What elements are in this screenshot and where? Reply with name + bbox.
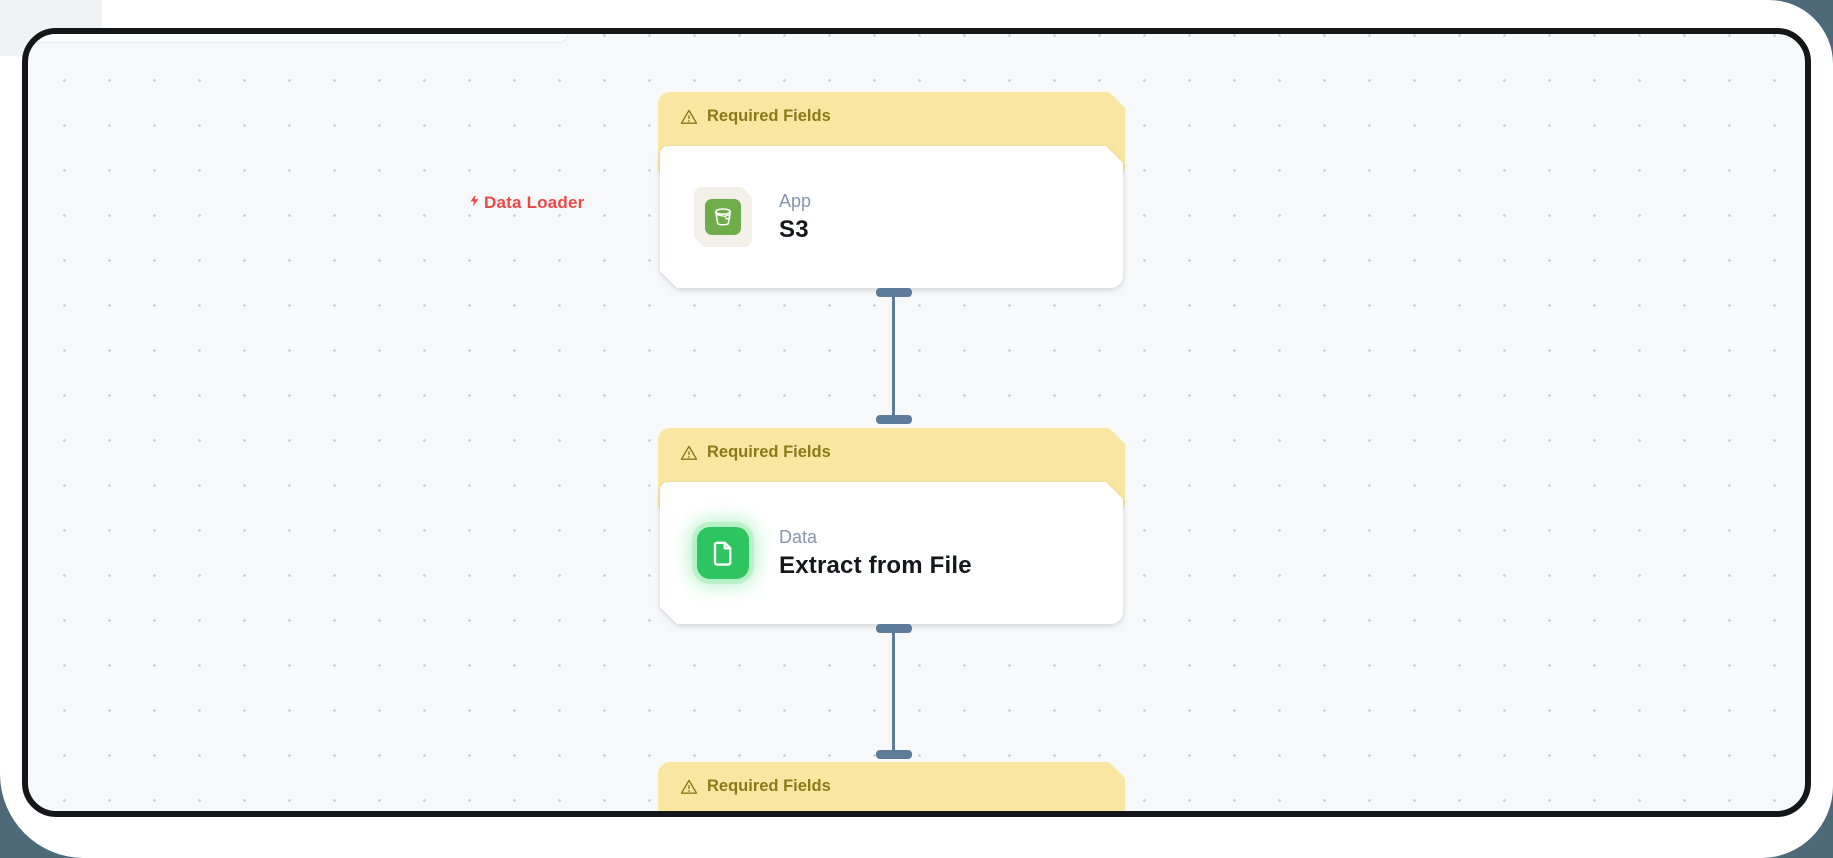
lightning-bolt-icon: [468, 192, 481, 214]
warning-triangle-icon: [680, 778, 698, 801]
file-document-icon: [697, 527, 749, 579]
s3-bucket-icon: [705, 199, 741, 235]
warning-banner-label: Required Fields: [707, 107, 831, 125]
s3-icon-plate: [694, 187, 752, 247]
node-title: Extract from File: [779, 551, 972, 579]
node-card-s3[interactable]: App S3: [660, 146, 1123, 288]
data-loader-label-text: Data Loader: [484, 192, 585, 212]
node-category-label: Data: [779, 526, 818, 547]
warning-triangle-icon: [680, 108, 698, 131]
node-card-extract-from-file[interactable]: Data Extract from File: [660, 482, 1123, 624]
warning-triangle-icon: [680, 444, 698, 467]
connector-handle-target[interactable]: [876, 750, 912, 759]
connector-handle-source[interactable]: [876, 624, 912, 633]
connector-handle-target[interactable]: [876, 415, 912, 424]
node-category-label: App: [779, 190, 812, 211]
flow-canvas[interactable]: Data Loader Required Fields: [22, 28, 1811, 817]
top-toolbar-edge: [28, 34, 568, 43]
data-loader-label: Data Loader: [468, 191, 584, 214]
connector-edge[interactable]: [892, 628, 895, 754]
node-title: S3: [779, 215, 809, 243]
connector-edge[interactable]: [892, 292, 895, 419]
warning-banner-label: Required Fields: [707, 443, 831, 461]
connector-handle-source[interactable]: [876, 288, 912, 297]
warning-banner-label: Required Fields: [707, 777, 831, 795]
node-warning-banner[interactable]: Required Fields: [658, 762, 1125, 817]
